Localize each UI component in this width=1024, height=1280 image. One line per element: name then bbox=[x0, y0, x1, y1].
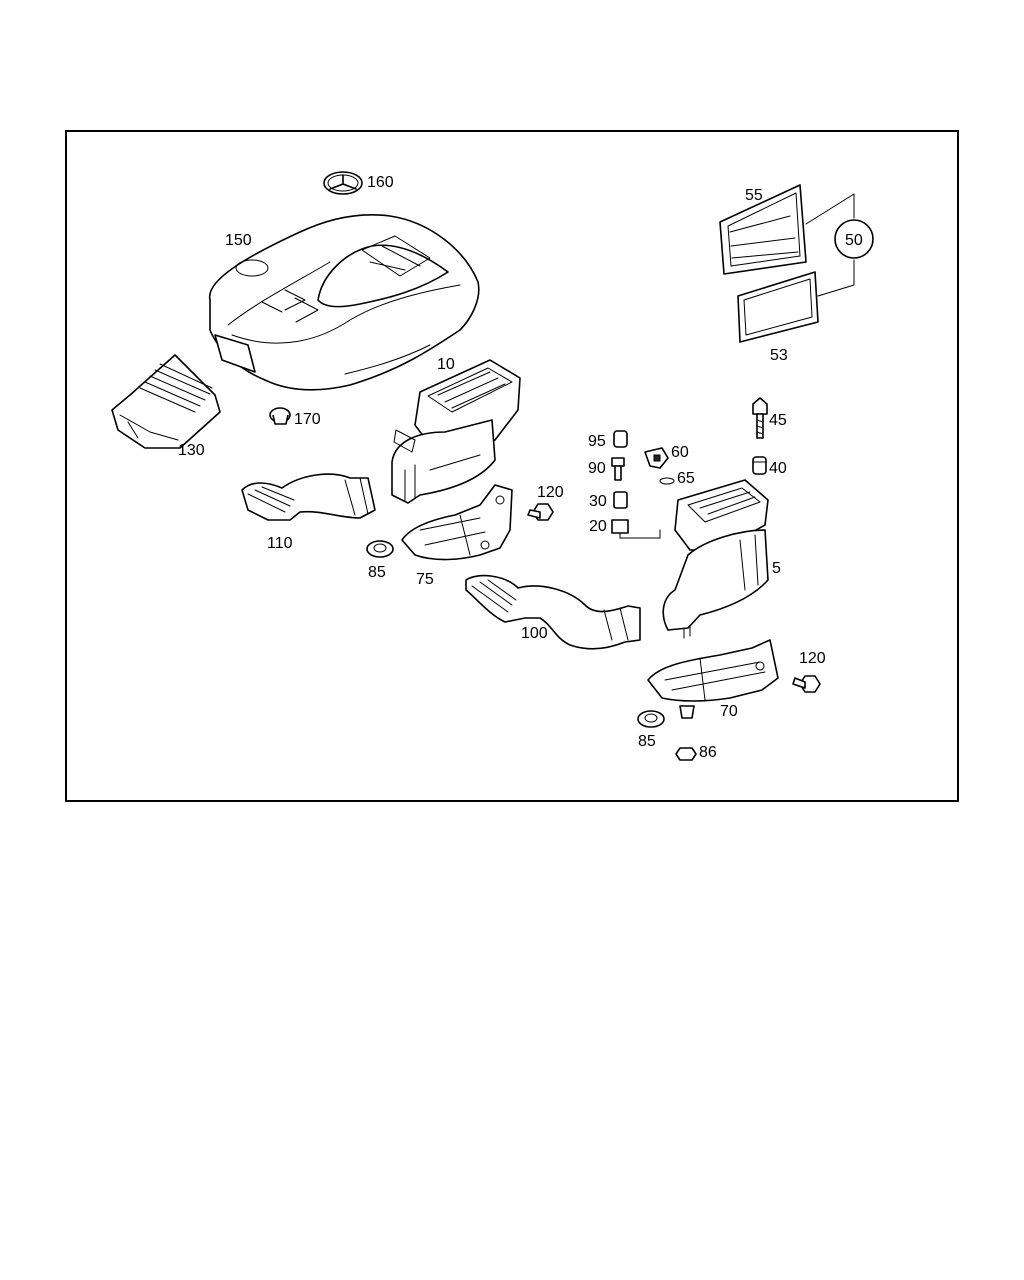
air-filter-housing-part bbox=[391, 359, 521, 504]
part-label-53: 53 bbox=[770, 347, 788, 364]
bolt-45-part bbox=[752, 397, 768, 439]
spacer-30-part bbox=[613, 491, 628, 509]
part-label-50: 50 bbox=[845, 232, 863, 249]
part-label-65: 65 bbox=[677, 470, 695, 487]
emblem-part bbox=[323, 171, 363, 195]
part-label-100: 100 bbox=[521, 625, 548, 642]
part-label-10: 10 bbox=[437, 356, 455, 373]
grommet-85b-part bbox=[637, 710, 665, 728]
bushing-95-part bbox=[613, 430, 628, 448]
part-label-55: 55 bbox=[745, 187, 763, 204]
part-label-90: 90 bbox=[588, 460, 606, 477]
part-label-160: 160 bbox=[367, 174, 394, 191]
part-label-120-lower: 120 bbox=[799, 650, 826, 667]
part-label-85-lower: 85 bbox=[638, 733, 656, 750]
part-label-120-upper: 120 bbox=[537, 484, 564, 501]
part-label-75: 75 bbox=[416, 571, 434, 588]
filter-insert-part bbox=[737, 271, 819, 343]
screw-90-part bbox=[611, 457, 625, 481]
part-label-60: 60 bbox=[671, 444, 689, 461]
part-label-20: 20 bbox=[589, 518, 607, 535]
part-label-95: 95 bbox=[588, 433, 606, 450]
diagram-frame bbox=[65, 130, 959, 802]
nut-86-part bbox=[675, 747, 697, 761]
bracket-70-part bbox=[647, 639, 779, 719]
grommet-85a-part bbox=[366, 540, 394, 558]
sensor-60-part bbox=[644, 447, 669, 469]
part-label-130: 130 bbox=[178, 442, 205, 459]
intake-duct-110-part bbox=[241, 473, 376, 521]
part-label-110: 110 bbox=[267, 535, 293, 552]
part-label-170: 170 bbox=[294, 411, 321, 428]
bolt-120b-part bbox=[792, 675, 821, 693]
filter-element-part bbox=[719, 184, 807, 275]
part-label-5: 5 bbox=[772, 560, 781, 577]
air-filter-housing-5-part bbox=[662, 479, 769, 639]
o-ring-65-part bbox=[659, 477, 675, 485]
grommet-40-part bbox=[752, 456, 767, 475]
part-label-85-upper: 85 bbox=[368, 564, 386, 581]
grommet-170-part bbox=[269, 407, 291, 425]
air-duct-part bbox=[111, 354, 221, 449]
bracket-75-part bbox=[401, 484, 513, 561]
engine-cover-part bbox=[208, 213, 480, 391]
part-label-86: 86 bbox=[699, 744, 717, 761]
intake-duct-100-part bbox=[465, 574, 641, 650]
grommet-20-part bbox=[611, 519, 661, 539]
part-label-150: 150 bbox=[225, 232, 252, 249]
part-label-45: 45 bbox=[769, 412, 787, 429]
part-label-40: 40 bbox=[769, 460, 787, 477]
part-label-70: 70 bbox=[720, 703, 738, 720]
part-label-30: 30 bbox=[589, 493, 607, 510]
bolt-120a-part bbox=[527, 503, 554, 521]
kit-bracket bbox=[805, 193, 874, 297]
